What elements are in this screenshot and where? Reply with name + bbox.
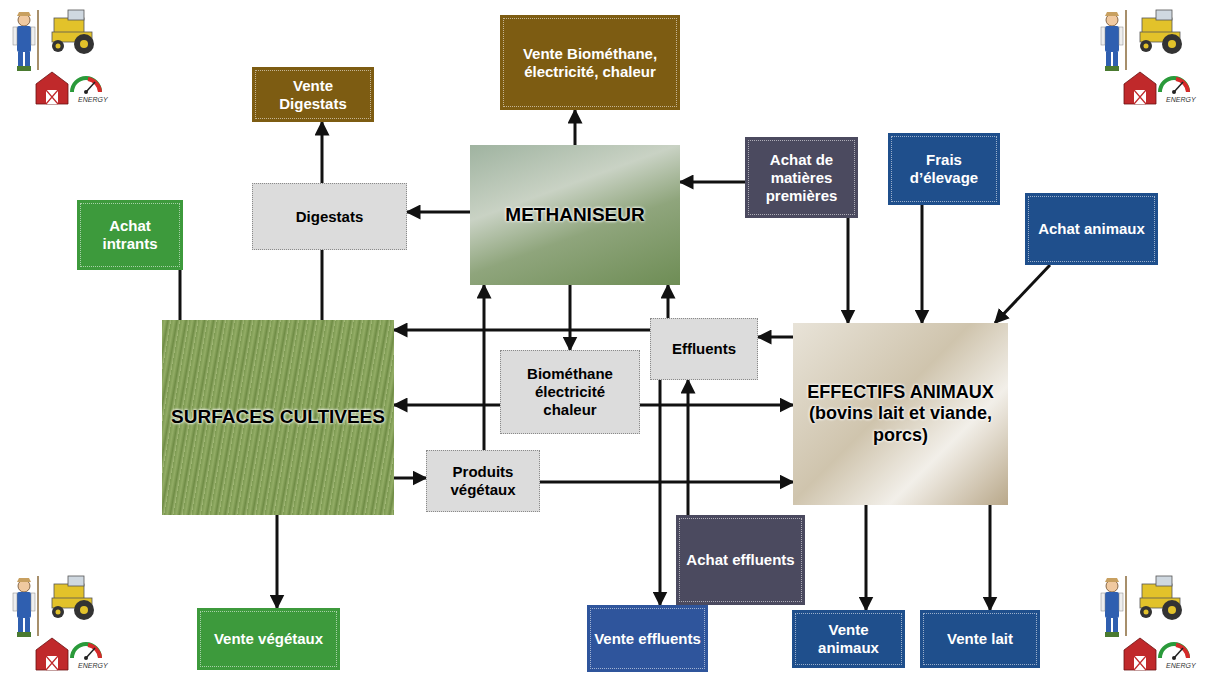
icon-caption: ENERGY <box>78 96 108 103</box>
box-text: Vente végétaux <box>214 630 323 648</box>
flow-arrow <box>407 211 470 214</box>
box-text: SURFACES CULTIVEES <box>171 406 385 429</box>
purchase-box: Achat intrants <box>77 200 183 270</box>
box-text: Frais d’élevage <box>894 151 994 187</box>
purchase-box: Achat animaux <box>1025 193 1158 265</box>
flow-arrow <box>394 477 426 480</box>
flow-box: Biométhane électricité chaleur <box>500 350 640 434</box>
box-text: Vente Biométhane, électricité, chaleur <box>506 45 674 81</box>
sale-box: Vente lait <box>920 610 1040 668</box>
flow-box: Effluents <box>650 318 758 380</box>
flow-arrow <box>394 329 650 332</box>
flow-arrow <box>640 404 793 407</box>
box-text: Digestats <box>296 208 364 226</box>
box-text: Vente lait <box>947 630 1013 648</box>
purchase-box: Achat effluents <box>676 515 805 605</box>
flow-arrow <box>847 218 850 323</box>
sale-box: Vente Digestats <box>252 67 374 122</box>
flow-arrow <box>321 250 324 320</box>
flow-box: Produits végétaux <box>426 450 540 512</box>
flow-arrow <box>680 181 745 184</box>
box-text: METHANISEUR <box>505 204 644 227</box>
flow-arrow <box>574 110 577 145</box>
flow-arrow <box>865 505 868 610</box>
purchase-box: Achat de matières premières <box>745 137 858 218</box>
sale-box: Vente effluents <box>587 605 708 672</box>
box-text: Biométhane électricité chaleur <box>507 365 633 419</box>
livestock-box: EFFECTIFS ANIMAUX (bovins lait et viande… <box>793 323 1008 505</box>
flow-arrow <box>179 270 182 320</box>
flow-arrow <box>483 285 486 450</box>
flow-arrow <box>921 205 924 323</box>
flow-arrow <box>659 380 662 605</box>
flow-arrow <box>667 285 670 318</box>
box-text: Vente effluents <box>594 630 701 648</box>
flow-arrow <box>321 122 324 183</box>
sale-box: Vente animaux <box>792 610 905 668</box>
sale-box: Vente Biométhane, électricité, chaleur <box>500 15 680 110</box>
box-text: Vente Digestats <box>258 77 368 113</box>
flow-arrow <box>540 481 793 484</box>
box-text: Achat de matières premières <box>751 151 852 205</box>
box-text: Achat animaux <box>1038 220 1145 238</box>
flow-arrow <box>687 380 690 515</box>
flow-arrow <box>989 505 992 610</box>
box-text: EFFECTIFS ANIMAUX (bovins lait et viande… <box>799 382 1002 447</box>
box-text: Produits végétaux <box>433 463 533 499</box>
crop-box: SURFACES CULTIVEES <box>162 320 394 515</box>
box-text: Achat intrants <box>83 217 177 253</box>
purchase-box: Frais d’élevage <box>888 133 1000 205</box>
flow-arrow <box>569 285 572 350</box>
flow-arrow <box>995 265 1050 323</box>
box-text: Effluents <box>672 340 736 358</box>
digester-box: METHANISEUR <box>470 145 680 285</box>
icon-caption: ENERGY <box>1166 96 1196 103</box>
box-text: Vente animaux <box>798 621 899 657</box>
sale-box: Vente végétaux <box>197 608 340 670</box>
flow-box: Digestats <box>252 183 407 250</box>
icon-caption: ENERGY <box>1166 662 1196 669</box>
flow-arrow <box>758 336 793 339</box>
flow-arrow <box>276 515 279 608</box>
box-text: Achat effluents <box>686 551 794 569</box>
icon-caption: ENERGY <box>78 662 108 669</box>
